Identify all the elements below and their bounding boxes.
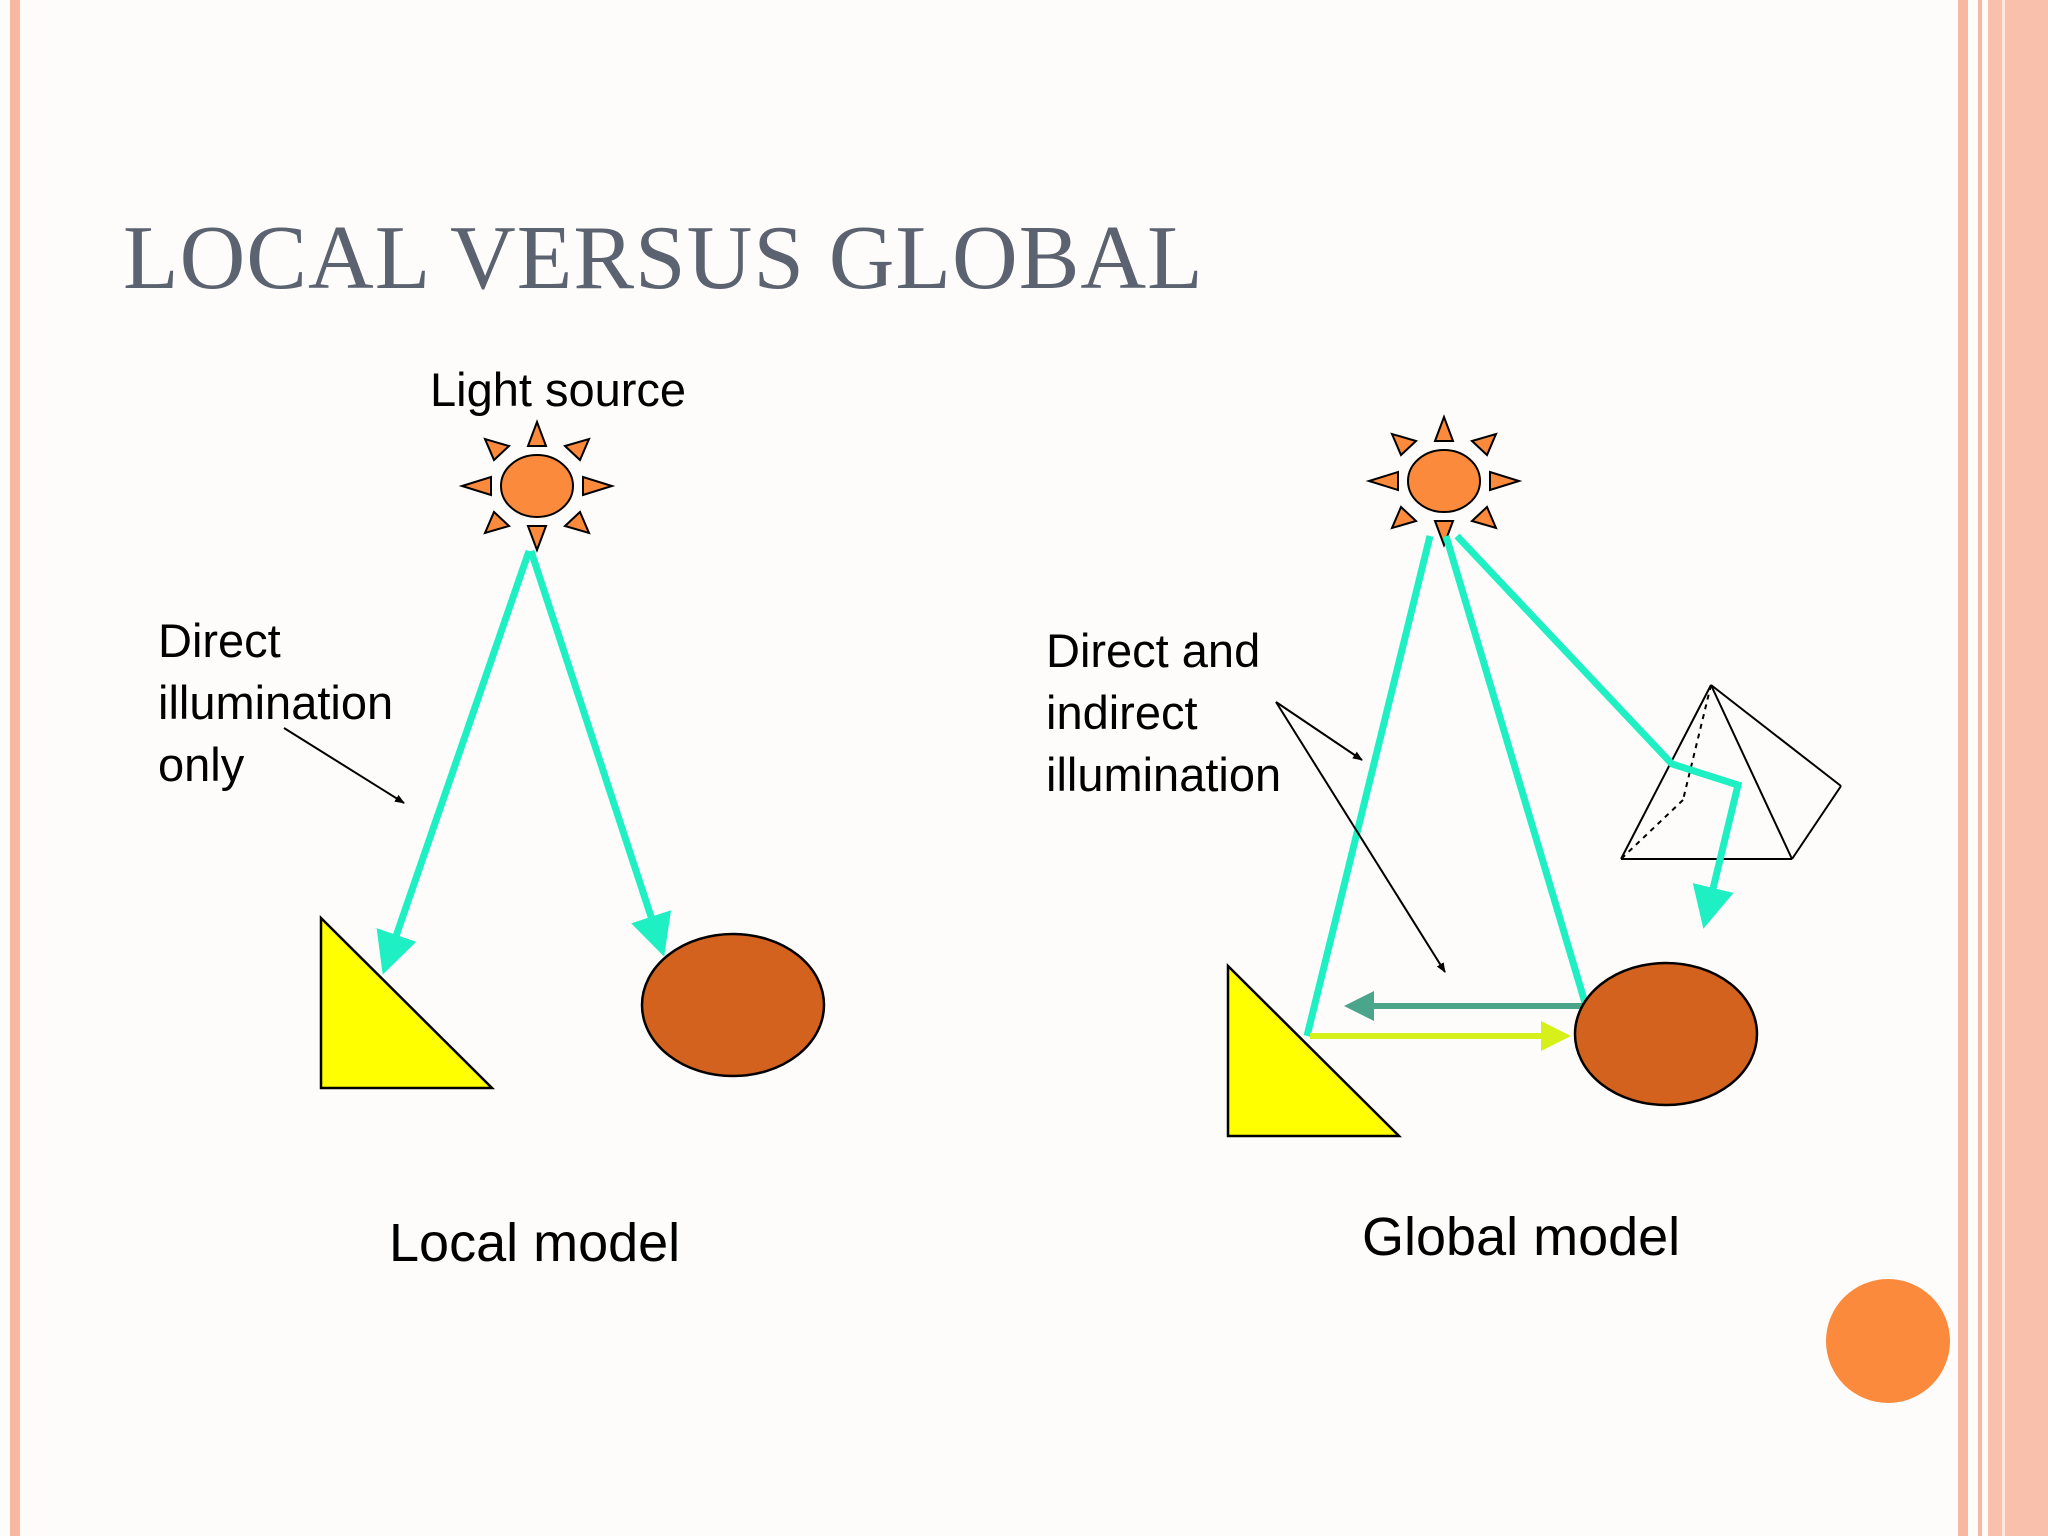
global-model-caption: Global model	[1362, 1207, 1681, 1267]
local-sun-icon	[458, 419, 616, 553]
right-border-stripe-1	[1958, 0, 1968, 1536]
direct-illumination-label: Direct illumination only	[158, 610, 393, 796]
local-sphere-shape	[640, 932, 826, 1078]
global-ray-via-pyramid	[1454, 533, 1743, 929]
direct-indirect-illumination-label: Direct and indirect illumination	[1046, 620, 1281, 806]
local-annotation-arrow	[283, 727, 405, 804]
global-ray-to-triangle	[1303, 535, 1434, 1037]
local-model-caption: Local model	[389, 1213, 681, 1273]
global-sphere-shape	[1573, 961, 1759, 1107]
left-border-stripe	[10, 0, 20, 1536]
global-annotation-arrow-lower	[1275, 701, 1446, 973]
global-annotation-arrow-upper	[1275, 701, 1363, 761]
annotation-line: Direct and	[1046, 624, 1261, 677]
right-border-stripe-2	[1978, 0, 1982, 1536]
light-source-label: Light source	[430, 363, 687, 416]
local-triangle-shape	[319, 914, 496, 1090]
local-ray-to-sphere	[527, 549, 672, 957]
global-pyramid-wireframe	[1620, 684, 1842, 860]
annotation-line: illumination	[158, 676, 394, 729]
annotation-line: Direct	[158, 614, 281, 667]
local-ray-to-triangle	[376, 549, 533, 975]
annotation-line: only	[158, 738, 245, 791]
right-border-stripe-3	[1988, 0, 2048, 1536]
global-sun-icon	[1365, 414, 1523, 548]
annotation-line: indirect	[1046, 686, 1198, 739]
corner-decorative-dot	[1826, 1279, 1950, 1403]
right-border-stripe-4	[2002, 0, 2005, 1536]
slide-title: LOCAL VERSUS GLOBAL	[123, 207, 1204, 308]
global-triangle-shape	[1226, 962, 1403, 1138]
annotation-line: illumination	[1046, 748, 1282, 801]
global-ray-to-sphere	[1442, 535, 1590, 1007]
